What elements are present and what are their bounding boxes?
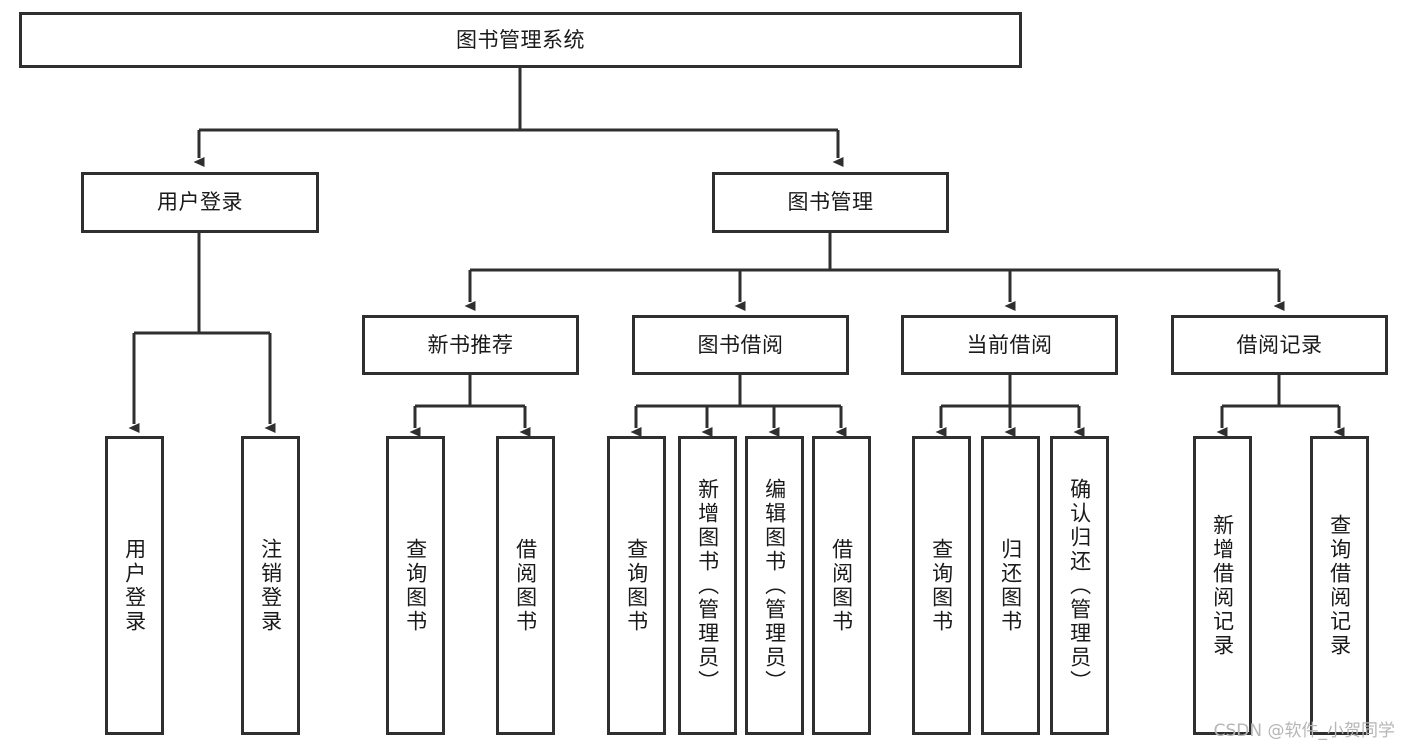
node-label: 当前借阅	[966, 332, 1053, 357]
node-label: 新增借阅记录	[1210, 513, 1235, 658]
node-leaf-edit-book-admin[interactable]: 编辑图书（管理员）	[745, 436, 804, 735]
node-leaf-query-book-borrow[interactable]: 查询图书	[607, 436, 666, 735]
node-label: 新书推荐	[427, 332, 514, 357]
node-label: 借阅图书	[829, 537, 854, 634]
node-label: 归还图书	[998, 537, 1023, 634]
node-label: 借阅记录	[1236, 332, 1323, 357]
node-label: 借阅图书	[513, 537, 538, 634]
node-leaf-borrow-book-recommend[interactable]: 借阅图书	[496, 436, 555, 735]
node-label: 确认归还（管理员）	[1067, 477, 1092, 694]
node-leaf-add-borrow-record[interactable]: 新增借阅记录	[1193, 436, 1252, 735]
node-leaf-logout-login[interactable]: 注销登录	[241, 436, 300, 735]
node-label: 图书管理系统	[456, 27, 585, 52]
node-label: 编辑图书（管理员）	[762, 477, 787, 694]
node-label: 用户登录	[157, 190, 243, 215]
node-book-borrow[interactable]: 图书借阅	[632, 315, 849, 375]
node-leaf-query-borrow-record[interactable]: 查询借阅记录	[1310, 436, 1369, 735]
node-leaf-borrow-book[interactable]: 借阅图书	[812, 436, 871, 735]
node-leaf-return-book[interactable]: 归还图书	[981, 436, 1040, 735]
node-borrow-record[interactable]: 借阅记录	[1171, 315, 1388, 375]
node-book-management[interactable]: 图书管理	[712, 172, 949, 233]
node-label: 图书借阅	[697, 332, 784, 357]
node-leaf-user-login[interactable]: 用户登录	[105, 436, 164, 735]
node-label: 查询借阅记录	[1327, 513, 1352, 658]
node-label: 查询图书	[403, 537, 428, 634]
node-label: 注销登录	[258, 537, 283, 634]
node-label: 用户登录	[122, 537, 147, 634]
node-book-management-system[interactable]: 图书管理系统	[19, 12, 1022, 68]
node-leaf-query-book-recommend[interactable]: 查询图书	[386, 436, 445, 735]
node-leaf-query-book-current[interactable]: 查询图书	[912, 436, 971, 735]
node-leaf-confirm-return-admin[interactable]: 确认归还（管理员）	[1050, 436, 1109, 735]
node-leaf-add-book-admin[interactable]: 新增图书（管理员）	[678, 436, 737, 735]
node-new-book-recommend[interactable]: 新书推荐	[362, 315, 579, 375]
node-label: 新增图书（管理员）	[695, 477, 720, 694]
node-current-borrow[interactable]: 当前借阅	[901, 315, 1118, 375]
node-label: 图书管理	[787, 190, 874, 215]
node-label: 查询图书	[929, 537, 954, 634]
node-label: 查询图书	[624, 537, 649, 634]
node-user-login[interactable]: 用户登录	[81, 172, 319, 233]
